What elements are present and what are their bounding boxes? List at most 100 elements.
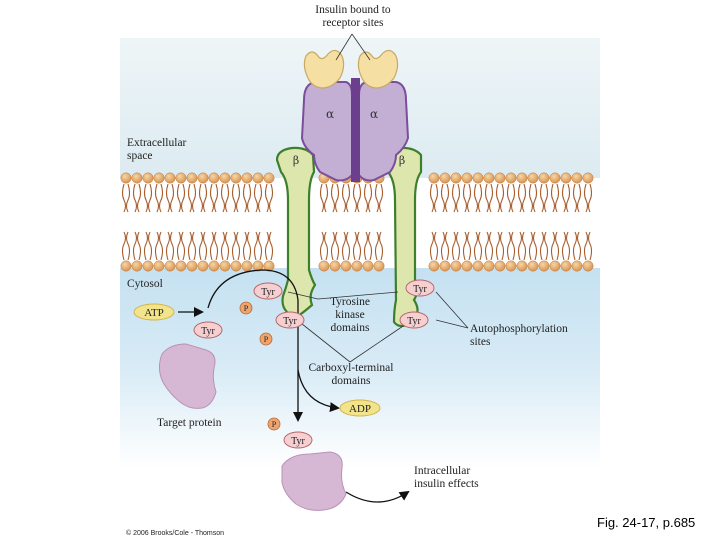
lipid-tail bbox=[341, 183, 347, 213]
lipid-tail bbox=[506, 183, 512, 213]
lipid-head bbox=[560, 260, 572, 272]
lipid-tail bbox=[136, 183, 142, 213]
lipid-tail bbox=[462, 231, 468, 261]
lipid-head bbox=[472, 172, 484, 184]
lipid-tail bbox=[521, 183, 527, 213]
lipid-tail bbox=[264, 183, 270, 213]
lipid-head bbox=[505, 260, 517, 272]
phosphate-label-2: P bbox=[264, 335, 269, 344]
lipid-head bbox=[483, 260, 495, 272]
tyrosine-kinase-line-2: kinase bbox=[335, 309, 365, 321]
phosphate-label-3: P bbox=[272, 420, 277, 429]
lipid-tail bbox=[323, 183, 329, 213]
tyrosine-kinase-label: Tyrosine kinase domains bbox=[318, 296, 382, 335]
lipid-tail bbox=[231, 183, 237, 213]
tyrosine-kinase-line-1: Tyrosine bbox=[329, 296, 371, 308]
lipid-head bbox=[439, 172, 451, 184]
lipid-tail bbox=[264, 231, 270, 261]
tyr-label-autophos-top: Tyr bbox=[413, 284, 427, 295]
lipid-head bbox=[494, 172, 506, 184]
lipid-tail bbox=[235, 231, 241, 261]
lipid-tail bbox=[554, 231, 560, 261]
lipid-tail bbox=[330, 231, 336, 261]
lipid-tail bbox=[510, 183, 516, 213]
adp-label: ADP bbox=[349, 403, 371, 415]
tyr-token-target bbox=[193, 321, 223, 339]
lipid-tail bbox=[235, 183, 241, 213]
lipid-head bbox=[505, 172, 517, 184]
lipid-head bbox=[538, 172, 550, 184]
phosphate-token-2 bbox=[259, 332, 273, 346]
phosphate-label-1: P bbox=[244, 304, 249, 313]
lipid-tail bbox=[224, 231, 230, 261]
lipid-tail bbox=[367, 183, 373, 213]
lipid-tail bbox=[143, 183, 149, 213]
target-protein-label: Target protein bbox=[157, 417, 222, 429]
lipid-tail bbox=[191, 231, 197, 261]
lipid-head bbox=[351, 260, 363, 272]
lipid-tail bbox=[565, 231, 571, 261]
lipid-tail bbox=[363, 183, 369, 213]
lipid-head bbox=[175, 172, 187, 184]
reaction-arrows bbox=[178, 269, 410, 503]
adp-token bbox=[339, 399, 381, 417]
lipid-tail bbox=[125, 231, 131, 261]
insulin-bound-line-1: Insulin bound to bbox=[315, 4, 391, 16]
beta-label-right: β bbox=[399, 154, 405, 167]
lipid-tail bbox=[466, 183, 472, 213]
lipid-tail bbox=[517, 183, 523, 213]
lipid-tail bbox=[257, 231, 263, 261]
lipid-head bbox=[450, 172, 462, 184]
lipid-tail bbox=[495, 183, 501, 213]
lipid-tail bbox=[213, 231, 219, 261]
lipid-head bbox=[340, 260, 352, 272]
lipid-tail bbox=[147, 231, 153, 261]
intracellular-effects-label: Intracellular insulin effects bbox=[414, 465, 479, 491]
lipid-head bbox=[516, 260, 528, 272]
lipid-tail bbox=[158, 183, 164, 213]
lipid-tail bbox=[363, 231, 369, 261]
atp-token bbox=[133, 303, 175, 321]
phosphate-token-3 bbox=[267, 417, 281, 431]
lipid-head bbox=[142, 260, 154, 272]
lipid-tail bbox=[532, 231, 538, 261]
lipid-tail bbox=[484, 231, 490, 261]
lipid-tail bbox=[209, 231, 215, 261]
lipid-tail bbox=[506, 231, 512, 261]
lipid-tail bbox=[499, 231, 505, 261]
lipid-tail bbox=[561, 183, 567, 213]
lipid-head bbox=[472, 260, 484, 272]
lipid-head bbox=[120, 260, 132, 272]
tyr-token-autophos-bottom bbox=[399, 311, 429, 329]
lipid-head bbox=[549, 260, 561, 272]
alpha-label-left: α bbox=[326, 107, 334, 121]
lipid-tail bbox=[543, 231, 549, 261]
lipid-tail bbox=[345, 183, 351, 213]
lipid-tail bbox=[202, 231, 208, 261]
lipid-tail bbox=[550, 231, 556, 261]
lipid-tail bbox=[323, 231, 329, 261]
phosphorylated-target-protein bbox=[281, 451, 347, 511]
lipid-head bbox=[241, 172, 253, 184]
lipid-head bbox=[263, 172, 275, 184]
lipid-head bbox=[208, 172, 220, 184]
insulin-bound-label: Insulin bound to receptor sites bbox=[292, 4, 414, 30]
lipid-tail bbox=[484, 183, 490, 213]
lipid-tail bbox=[242, 231, 248, 261]
lipid-tail bbox=[220, 183, 226, 213]
lipid-head bbox=[197, 260, 209, 272]
lipid-tail bbox=[550, 183, 556, 213]
lipid-tail bbox=[495, 231, 501, 261]
lipid-tail bbox=[231, 231, 237, 261]
lipid-tail bbox=[477, 231, 483, 261]
lipid-tail bbox=[433, 231, 439, 261]
tyr-label-kinase-top: Tyr bbox=[261, 287, 275, 298]
lipid-head bbox=[428, 172, 440, 184]
lipid-head bbox=[230, 260, 242, 272]
lipid-tail bbox=[136, 231, 142, 261]
lipid-head bbox=[483, 172, 495, 184]
lipid-tail bbox=[565, 183, 571, 213]
lipid-head bbox=[219, 260, 231, 272]
alpha-disulfide-link bbox=[351, 78, 360, 182]
